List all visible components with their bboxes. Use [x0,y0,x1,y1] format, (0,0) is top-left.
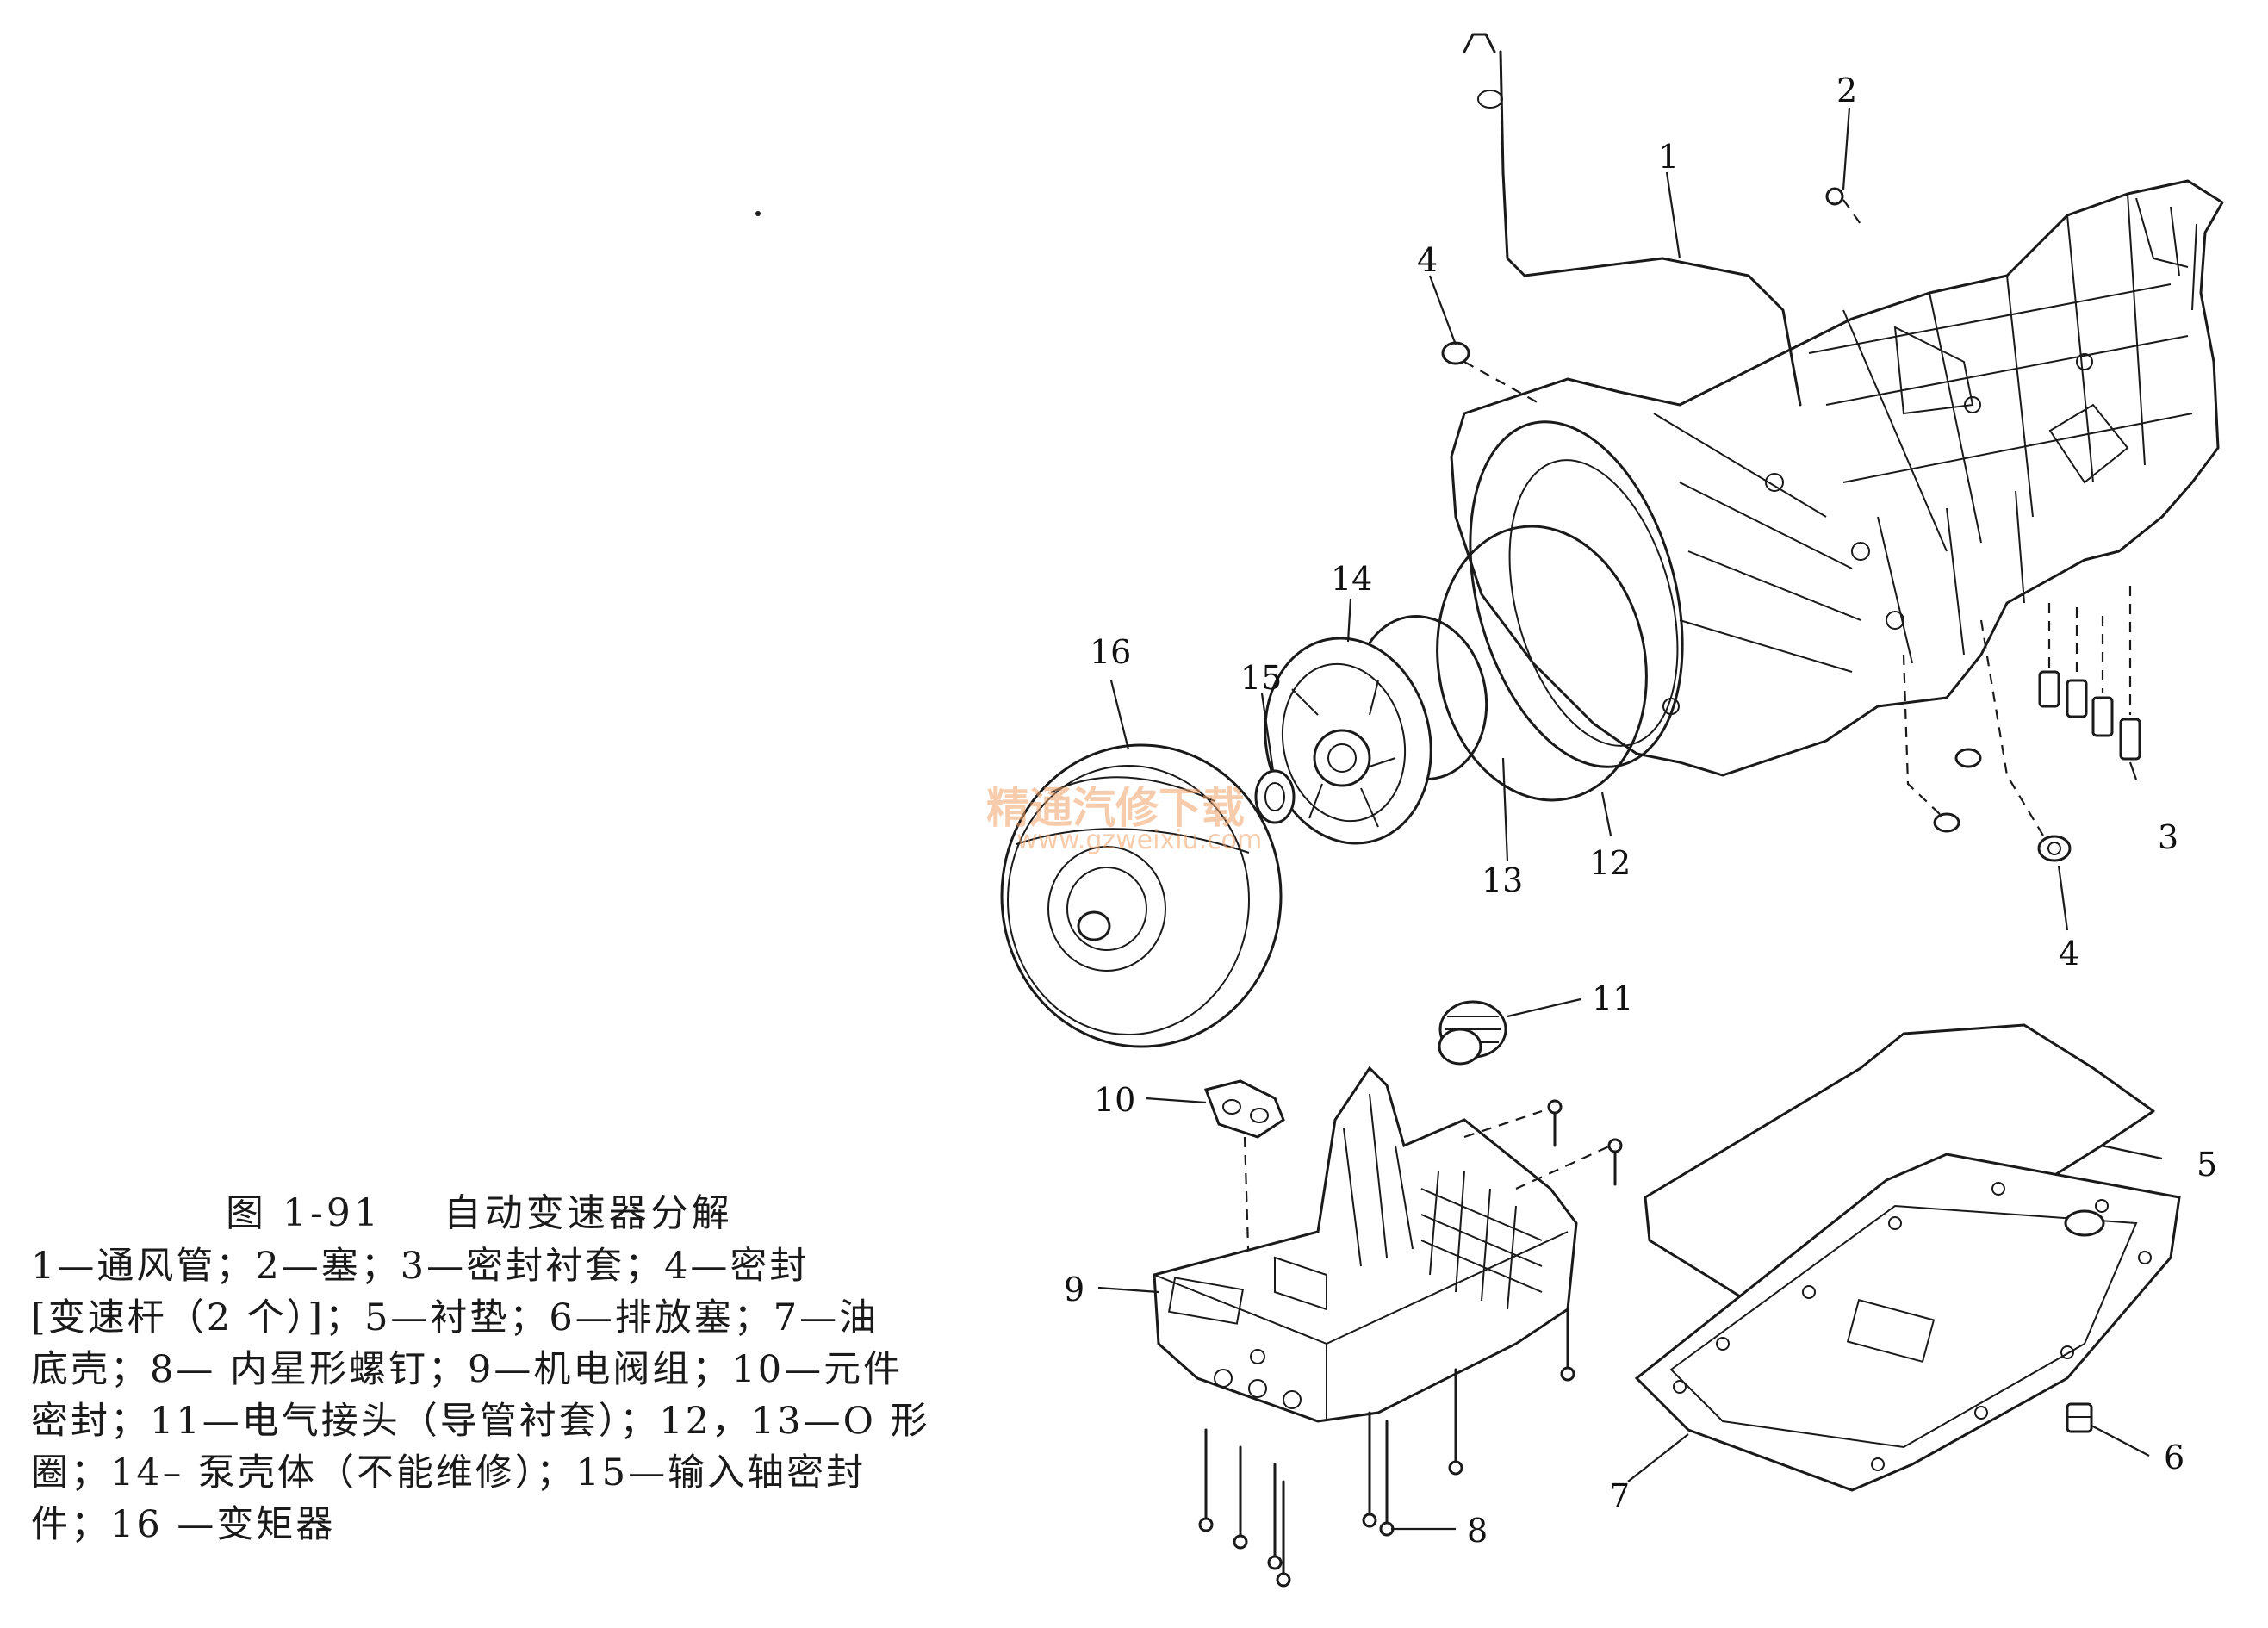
input-shaft-seal [1254,769,1296,824]
legend-line: 1—通风管；2—塞；3—密封衬套；4—密封 [31,1245,810,1288]
callout-2: 2 [1836,71,1857,109]
legend-line: 密封；11—电气接头（导管衬套）；12，13—O 形 [31,1400,930,1443]
legend-line: 件；16 —变矩器 [31,1503,336,1546]
callout-12: 12 [1589,844,1631,882]
callout-3: 3 [2158,818,2178,856]
seal-sleeves [2038,586,2141,761]
callout-7: 7 [1609,1477,1630,1515]
selector-seal-lower [1902,619,2072,862]
transmission-housing [1450,179,2224,777]
watermark-url: www.gzweixiu.com [1016,825,1262,855]
callout-5: 5 [2197,1146,2217,1184]
drain-plug [2066,1402,2093,1433]
watermark: 精通汽修下载 www.gzweixiu.com [986,783,1262,855]
figure-title: 图 1-91 自动变速器分解 [226,1191,733,1235]
pump-housing [1264,637,1432,845]
watermark-text: 精通汽修下载 [986,783,1245,833]
callout-4b: 4 [2059,935,2079,972]
mechatronic-valve-body [1153,1066,1612,1423]
selector-seal-upper [1441,341,1543,406]
legend-line: 圈；14– 泵壳体（不能维修）；15—输入轴密封 [31,1451,867,1494]
callout-14: 14 [1331,560,1372,598]
callout-8: 8 [1467,1512,1488,1550]
callout-9: 9 [1064,1271,1084,1308]
legend-line: [变速杆（2 个）]；5—衬垫；6—排放塞；7—油 [31,1296,879,1339]
plug [1825,187,1861,225]
callout-4a: 4 [1417,241,1438,279]
vent-tube [1463,33,1802,407]
callout-11: 11 [1592,979,1633,1017]
callout-1: 1 [1658,138,1679,176]
callout-10: 10 [1094,1081,1135,1119]
callout-6: 6 [2164,1438,2184,1476]
callout-13: 13 [1482,861,1523,899]
o-ring-12 [1436,525,1648,802]
legend-line: 底壳；8— 内星形螺钉；9—机电阀组；10—元件 [31,1348,904,1391]
leader-lines [1097,107,2163,1531]
callout-15: 15 [1240,659,1282,697]
torque-converter [1000,743,1283,1048]
callout-16: 16 [1090,633,1131,671]
callout-labels: 1 2 3 4 4 5 6 7 8 9 10 11 12 13 14 15 16 [1064,71,2217,1550]
figure-legend: 1—通风管；2—塞；3—密封衬套；4—密封 [变速杆（2 个）]；5—衬垫；6—… [31,1240,970,1550]
element-seal [1204,1079,1285,1276]
oil-pan [1634,1153,2181,1492]
torx-screws [1198,1099,1623,1588]
electrical-connector [1438,1000,1507,1066]
